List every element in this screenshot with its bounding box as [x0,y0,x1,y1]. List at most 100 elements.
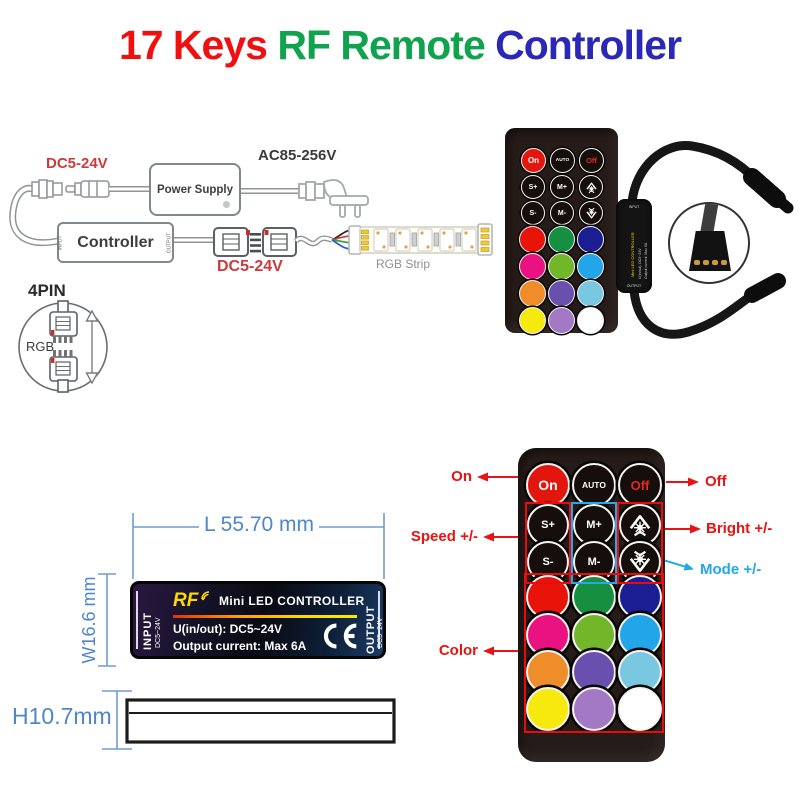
ac-plug [298,179,369,218]
title-part-blue: Controller [495,22,682,68]
rgb-label: RGB [26,339,55,354]
controller-photo-input: INPUT [628,205,640,209]
label-input: INPUT [142,612,154,650]
side-profile-view [125,698,396,744]
color-key [519,226,546,253]
power-supply-label: Power Supply [156,183,234,196]
label-edge-line [136,591,138,649]
dimension-height: H10.7mm [12,703,112,729]
label-line2: Output current: Max 6A [173,639,307,653]
key-s-plus-label: S+ [528,183,538,191]
brightness-up-icon [585,182,597,193]
key-auto-label: AUTO [555,158,570,163]
dc-voltage-label-bottom: DC5-24V [217,258,283,275]
color-group-frame [524,573,664,733]
key-off: Off [618,463,662,507]
brightness-down-icon [629,550,651,572]
key-s-minus: S- [527,541,569,583]
bright-group-frame [617,502,663,584]
rgb-strip-graphic [348,223,493,256]
key-s-minus-label: S- [542,556,554,568]
brightness-up-icon [629,515,651,537]
dc-cable [9,184,59,247]
controller-photo-body: INPUT Mini LED CONTROLLER U(in/out): DC5… [616,199,652,293]
key-m-plus-label: M+ [557,183,567,191]
annotation-mode: Mode +/- [700,561,762,578]
label-rf-logo: RF [173,590,199,611]
dc-female-connector [31,179,63,199]
device-label: INPUT DC5~24V RF Mini LED CONTROLLER U(i… [130,581,386,659]
key-m-plus-label: M+ [586,519,602,531]
annotation-off: Off [705,473,727,490]
key-m-minus-label: M- [557,209,567,217]
mode-group-frame [571,502,617,584]
key-auto: AUTO [550,148,575,173]
dimension-width: W16.6 mm [79,576,99,664]
controller-output-label: OUTPUT [166,232,173,254]
annotation-bright: Bright +/- [706,520,773,537]
speed-group-frame [525,502,571,584]
key-off-label: Off [586,156,597,165]
key-on-label: On [538,477,558,493]
color-key [572,687,616,731]
controller-photo-line2: Output current: Max 6A [644,242,648,279]
key-s-minus-label: S- [529,209,537,217]
color-key [577,307,604,334]
key-on: On [526,463,570,507]
power-supply-box: Power Supply [149,163,241,216]
ce-mark-icon [323,623,357,649]
dc-voltage-label-top: DC5-24V [46,155,108,172]
key-off-label: Off [630,477,650,493]
key-auto: AUTO [572,463,616,507]
key-bright-up [619,504,661,546]
remote-diagram: On AUTO Off S+ M+ S- M- [518,448,665,762]
label-title: Mini LED CONTROLLER [219,594,365,608]
key-bright-down [579,201,603,225]
label-divider [173,615,357,618]
connector-pin [703,260,709,265]
connector-ribbon [700,204,719,235]
color-key [526,687,570,731]
label-input-voltage: DC5~24V [155,617,162,648]
connector-pin [712,260,718,265]
controller-photo-output: OUTPUT [626,284,642,288]
color-key [548,307,575,334]
key-auto-label: AUTO [582,480,606,490]
remote-photo: On AUTO Off S+ M+ S- M- [505,128,618,334]
key-m-plus: M+ [550,175,574,199]
color-key [519,307,546,334]
label-output: OUTPUT [365,605,377,654]
annotation-speed: Speed +/- [410,528,478,545]
color-key [577,226,604,253]
label-output-voltage: DC5~24V [377,617,384,648]
key-on: On [521,148,546,173]
color-key [548,226,575,253]
color-key [548,280,575,307]
connector-body [689,231,731,271]
title-part-green: RF Remote [277,22,496,68]
page-title: 17 Keys RF Remote Controller [0,22,800,69]
ac-voltage-label: AC85-256V [258,147,337,164]
controller-input-label: INPUT [57,235,64,251]
4pin-connector-pair [213,227,297,257]
color-key [577,253,604,280]
connector-pin [721,260,727,265]
key-s-plus: S+ [521,175,545,199]
color-key [577,280,604,307]
rf-signal-icon [201,591,210,601]
dc-male-plug [65,180,110,198]
key-m-minus: M- [550,201,574,225]
label-line1: U(in/out): DC5~24V [173,622,283,636]
controller-photo-line1: U(in/out): DC5~24V [638,248,642,279]
key-m-minus-label: M- [587,556,601,568]
connector-detail-circle [668,202,750,284]
key-off: Off [579,148,604,173]
controller-box-label: Controller [77,233,154,251]
label-edge-line [378,591,380,649]
controller-box: Controller INPUT OUTPUT [57,222,174,263]
key-bright-up [579,175,603,199]
key-s-minus: S- [521,201,545,225]
color-key [519,253,546,280]
